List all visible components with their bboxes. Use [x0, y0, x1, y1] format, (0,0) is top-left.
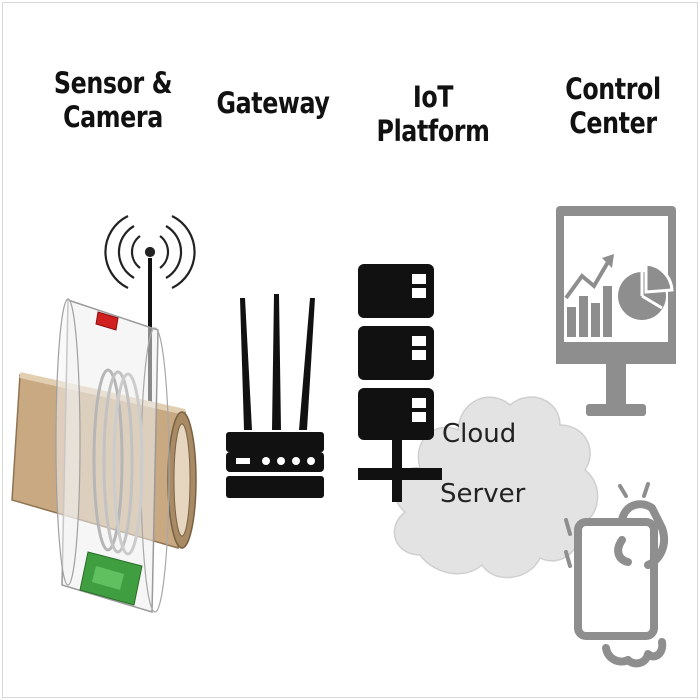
heading-iot-platform: IoT Platform: [372, 80, 495, 148]
heading-iot-line-1: IoT: [412, 80, 454, 114]
tablet-touch-icon: [564, 482, 669, 668]
monitor-dashboard-icon: [556, 206, 676, 416]
heading-sensor-camera: Sensor & Camera: [52, 66, 175, 134]
heading-sensor-line-1: Sensor &: [53, 66, 173, 100]
heading-control-line-2: Center: [569, 106, 657, 140]
cloud-label-line-2: Server: [440, 479, 526, 509]
pipe-sensor-illustration: [11, 298, 197, 614]
heading-gateway-line: Gateway: [216, 86, 330, 120]
server-stack-icon: [358, 264, 442, 502]
heading-gateway: Gateway: [212, 86, 335, 120]
heading-iot-line-2: Platform: [376, 114, 490, 148]
heading-control-line-1: Control: [565, 72, 661, 106]
router-icon: [226, 294, 324, 498]
heading-sensor-line-2: Camera: [63, 100, 163, 134]
cloud-label-line-1: Cloud: [442, 419, 516, 449]
heading-control-center: Control Center: [552, 72, 675, 140]
